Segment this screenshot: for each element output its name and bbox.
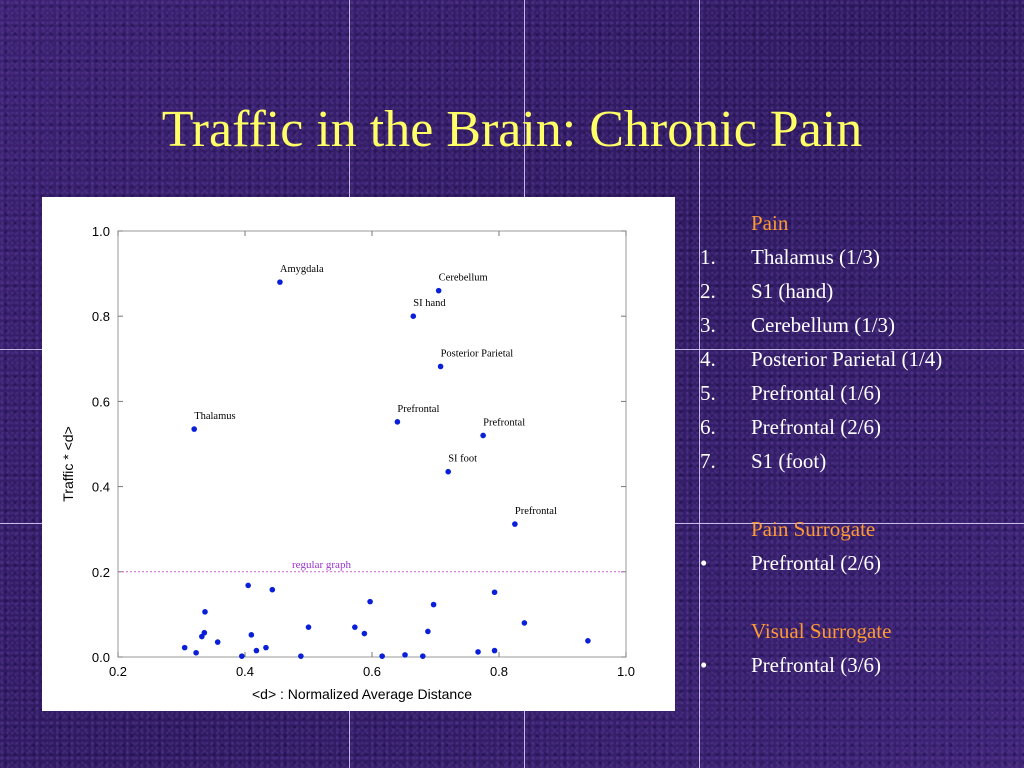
labeled-data-point xyxy=(512,521,518,527)
list-item: 1. Thalamus (1/3) xyxy=(700,240,1020,274)
data-point xyxy=(367,598,373,605)
list-item: 4. Posterior Parietal (1/4) xyxy=(700,342,1020,376)
y-tick-label: 0.8 xyxy=(92,309,110,324)
data-point xyxy=(491,589,498,596)
list-item-label: Prefrontal (1/6) xyxy=(751,381,882,405)
list-number: 6. xyxy=(700,415,716,439)
section-heading: Pain Surrogate xyxy=(700,512,1020,546)
y-tick-label: 0.0 xyxy=(92,650,110,665)
data-point-label: Thalamus xyxy=(194,411,235,422)
labeled-data-point xyxy=(437,363,444,370)
y-tick-label: 1.0 xyxy=(92,224,110,239)
data-point xyxy=(305,624,312,630)
data-point-label: SI foot xyxy=(448,454,477,465)
y-tick-label: 0.4 xyxy=(92,480,110,495)
section-heading-text: Pain Surrogate xyxy=(751,517,876,541)
list-item: • Prefrontal (3/6) xyxy=(700,648,1020,682)
data-point xyxy=(202,609,208,615)
bullet-marker: • xyxy=(700,653,708,677)
section-heading: Visual Surrogate xyxy=(700,614,1020,648)
list-item: 2. S1 (hand) xyxy=(700,274,1020,308)
data-point xyxy=(352,624,358,630)
data-point xyxy=(298,653,304,659)
data-point-label: Amygdala xyxy=(280,264,324,275)
data-point xyxy=(402,652,408,658)
list-item-label: S1 (foot) xyxy=(751,449,827,473)
x-tick-label: 0.8 xyxy=(490,664,508,679)
section-heading-text: Visual Surrogate xyxy=(751,619,892,643)
list-item-label: Prefrontal (2/6) xyxy=(751,551,882,575)
slide-title: Traffic in the Brain: Chronic Pain xyxy=(161,101,863,158)
labeled-data-point xyxy=(277,279,283,285)
y-tick-label: 0.6 xyxy=(92,394,110,409)
y-axis-label: Traffic * <d> xyxy=(60,426,76,501)
data-point xyxy=(379,653,385,659)
labeled-data-point xyxy=(191,426,197,432)
data-point xyxy=(425,628,431,635)
data-point xyxy=(475,649,481,655)
data-point xyxy=(585,638,591,644)
labeled-data-point xyxy=(445,468,452,475)
plot-frame xyxy=(117,230,627,658)
data-point xyxy=(521,620,528,626)
data-point xyxy=(245,582,251,589)
region-list: Pain 1. Thalamus (1/3) 2. S1 (hand) 3. Cerebel… xyxy=(700,206,1020,682)
list-number: 3. xyxy=(700,313,716,337)
x-tick-label: 0.6 xyxy=(363,664,381,679)
list-item-label: Thalamus (1/3) xyxy=(751,245,880,269)
list-item: • Prefrontal (2/6) xyxy=(700,546,1020,580)
list-item-label: Posterior Parietal (1/4) xyxy=(751,347,943,371)
section-heading: Pain xyxy=(700,206,1020,240)
x-axis-label: <d> : Normalized Average Distance xyxy=(252,686,472,702)
data-point-label: SI hand xyxy=(413,298,446,309)
data-point xyxy=(361,630,368,637)
labeled-data-point xyxy=(410,313,417,319)
data-point xyxy=(420,653,426,659)
data-point-label: Prefrontal xyxy=(515,506,557,517)
list-item-label: Cerebellum (1/3) xyxy=(751,313,896,337)
list-item-label: S1 (hand) xyxy=(751,279,834,303)
data-point-label: Posterior Parietal xyxy=(441,348,514,359)
data-point xyxy=(193,649,199,656)
y-tick-label: 0.2 xyxy=(92,565,110,580)
data-point xyxy=(181,644,188,651)
list-number: 7. xyxy=(700,449,716,473)
labeled-data-point xyxy=(435,287,442,294)
reference-line-label: regular graph xyxy=(292,559,351,571)
data-point xyxy=(239,653,245,659)
list-item-label: Prefrontal (3/6) xyxy=(751,653,882,677)
list-number: 2. xyxy=(700,279,716,303)
list-item-label: Prefrontal (2/6) xyxy=(751,415,882,439)
section-heading-text: Pain xyxy=(751,211,789,235)
list-number: 5. xyxy=(700,381,716,405)
data-point xyxy=(248,632,255,638)
list-item: 5. Prefrontal (1/6) xyxy=(700,376,1020,410)
data-point xyxy=(491,647,498,654)
labeled-data-point xyxy=(394,419,401,425)
labeled-data-point xyxy=(480,432,486,439)
list-number: 4. xyxy=(700,347,716,371)
data-point xyxy=(263,644,269,651)
data-point-label: Prefrontal xyxy=(397,404,439,415)
list-item: 7. S1 (foot) xyxy=(700,444,1020,478)
x-tick-label: 0.2 xyxy=(109,664,127,679)
background-grid-line xyxy=(699,0,700,768)
data-point-label: Cerebellum xyxy=(439,273,488,284)
data-point xyxy=(253,647,260,654)
list-item: 3. Cerebellum (1/3) xyxy=(700,308,1020,342)
data-point xyxy=(201,629,208,636)
data-point xyxy=(430,601,437,608)
data-point xyxy=(269,586,276,593)
list-number: 1. xyxy=(700,245,716,269)
list-item: 6. Prefrontal (2/6) xyxy=(700,410,1020,444)
x-tick-label: 0.4 xyxy=(236,664,254,679)
x-tick-label: 1.0 xyxy=(617,664,635,679)
data-point xyxy=(214,639,221,645)
bullet-marker: • xyxy=(700,551,708,575)
data-point-label: Prefrontal xyxy=(483,417,525,428)
